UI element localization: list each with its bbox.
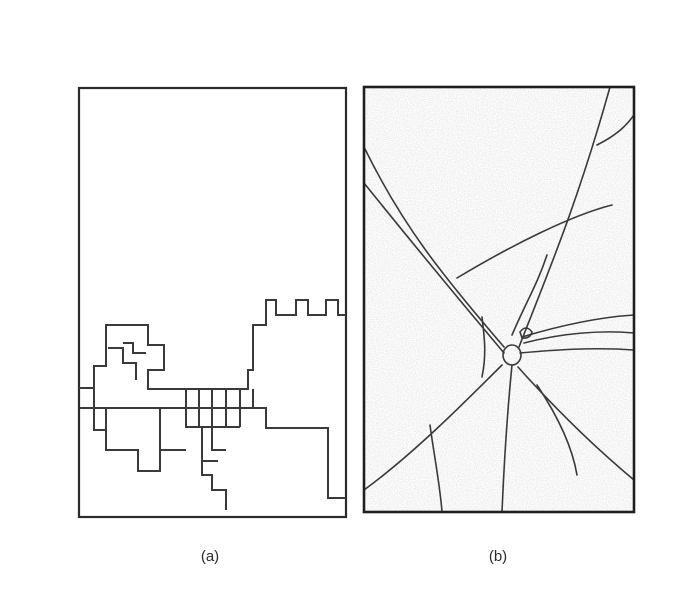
panel-a-drawing	[78, 85, 348, 520]
crack-path	[123, 343, 146, 353]
panel-b-drawing	[362, 85, 637, 515]
panel-b-caption: (b)	[478, 548, 518, 565]
crack-path	[106, 408, 186, 471]
speckle-texture	[364, 87, 634, 512]
crack-path	[79, 325, 186, 408]
crack-path	[212, 427, 226, 450]
crack-path	[186, 408, 346, 498]
panel-a-caption: (a)	[190, 548, 230, 565]
crack-path	[108, 348, 136, 380]
crack-path	[202, 450, 226, 510]
crack-path	[186, 300, 346, 389]
panel-a-frame	[79, 88, 346, 517]
